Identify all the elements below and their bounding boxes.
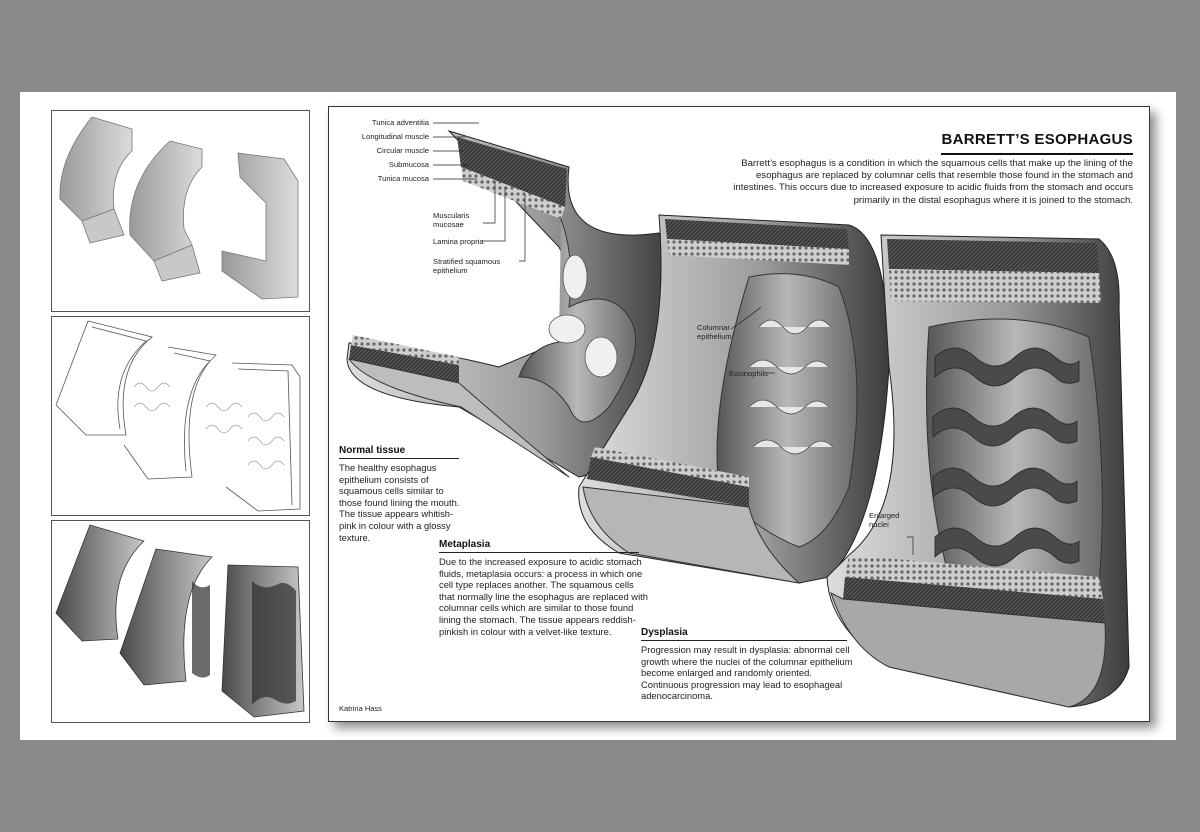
metaplasia-title: Metaplasia — [439, 539, 639, 553]
page-title: BARRETT’S ESOPHAGUS — [941, 131, 1133, 155]
dysplasia-text: Progression may result in dysplasia: abn… — [641, 644, 853, 702]
illustration-sheet: BARRETT’S ESOPHAGUS Barrett’s esophagus … — [20, 92, 1176, 740]
metaplasia-section — [578, 214, 890, 584]
thumbnail-block-render — [51, 110, 310, 312]
leader-lines — [433, 122, 914, 555]
thumbnail-line-drawing — [51, 316, 310, 516]
label-enlarged-nuclei: Enlarged nuclei — [869, 511, 900, 529]
label-stratified-squamous-epithelium: Stratified squamous epithelium — [433, 257, 501, 275]
label-tunica-adventitia: Tunica adventitia — [371, 118, 429, 127]
artist-credit: Katrina Hass — [339, 704, 382, 713]
label-muscularis-mucosae: Muscularis mucosae — [433, 211, 470, 229]
thumbnail-shaded-render — [51, 520, 310, 723]
label-eosinophils: Eosinophils — [729, 369, 768, 378]
line-drawing — [55, 320, 301, 512]
normal-tissue-title: Normal tissue — [339, 445, 459, 459]
intro-paragraph: Barrett’s esophagus is a condition in wh… — [733, 158, 1133, 206]
main-illustration-panel: BARRETT’S ESOPHAGUS Barrett’s esophagus … — [328, 106, 1150, 722]
dysplasia-section — [826, 234, 1130, 708]
label-lamina-propria: Lamina propria — [433, 237, 484, 246]
shaded-render-drawing — [55, 524, 305, 718]
dysplasia-title: Dysplasia — [641, 627, 847, 641]
label-tunica-mucosa: Tunica mucosa — [377, 174, 429, 183]
label-circular-muscle: Circular muscle — [376, 146, 429, 155]
metaplasia-text: Due to the increased exposure to acidic … — [439, 556, 648, 637]
label-submucosa: Submucosa — [388, 160, 429, 169]
block-render-drawing — [59, 116, 299, 300]
normal-tissue-section — [346, 129, 673, 478]
normal-tissue-text: The healthy esophagus epithelium consist… — [339, 462, 460, 543]
label-longitudinal-muscle: Longitudinal muscle — [361, 132, 429, 141]
label-columnar-epithelium: Columnar epithelium — [697, 323, 732, 341]
esophagus-cross-sections — [346, 122, 1130, 708]
